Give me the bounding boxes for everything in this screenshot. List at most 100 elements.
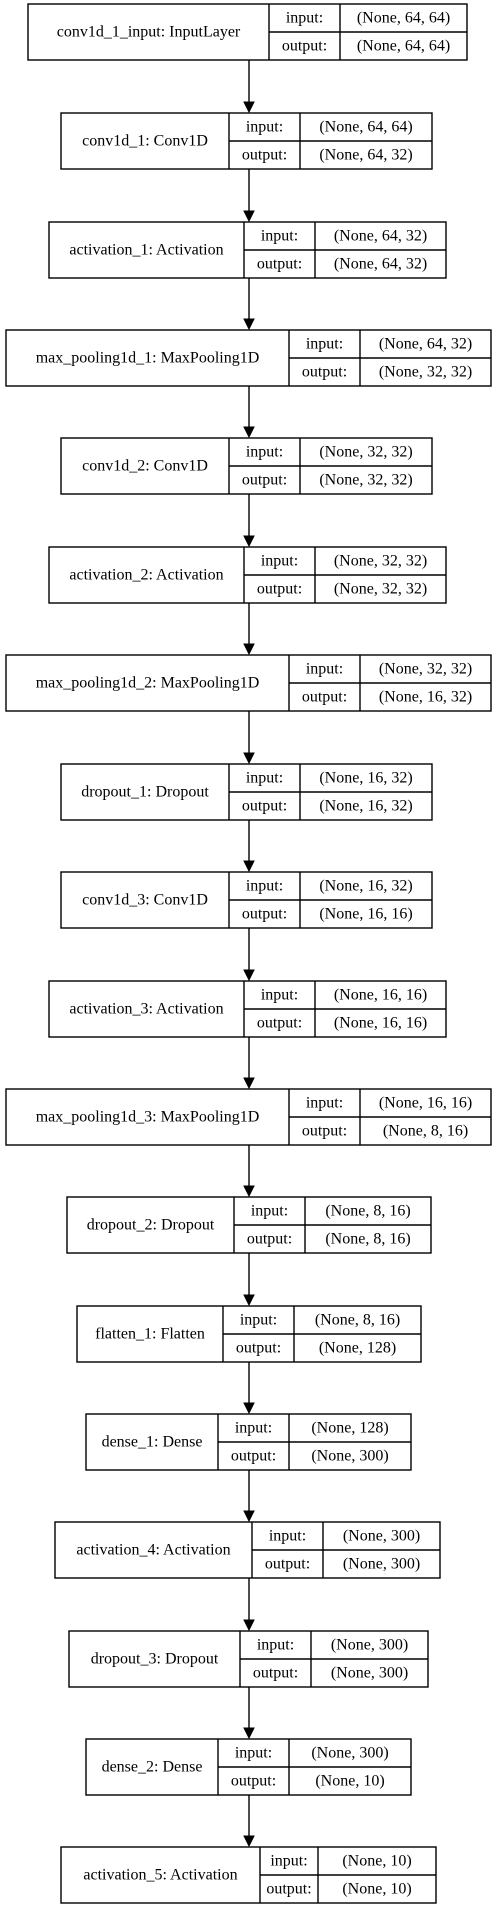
input-port-label: input:	[257, 1637, 294, 1654]
edge-arrow	[243, 1795, 255, 1848]
layer-node: activation_5: Activation input: output: (No…	[60, 1846, 437, 1904]
input-shape: (None, 8, 16)	[315, 1312, 400, 1329]
input-port-label: input:	[235, 1745, 272, 1762]
input-port-label: input:	[269, 1528, 306, 1545]
output-port-label: output:	[247, 1231, 292, 1248]
input-shape: (None, 16, 32)	[319, 878, 412, 895]
input-shape: (None, 32, 32)	[319, 444, 412, 461]
input-shape: (None, 300)	[343, 1528, 420, 1545]
output-port-label: output:	[236, 1340, 281, 1357]
layer-node: max_pooling1d_3: MaxPooling1D input: outpu…	[5, 1088, 492, 1146]
edge-arrow	[243, 386, 255, 439]
output-shape: (None, 16, 32)	[319, 798, 412, 815]
layer-name: activation_2: Activation	[69, 567, 223, 584]
input-shape: (None, 32, 32)	[334, 553, 427, 570]
input-shape: (None, 16, 16)	[334, 987, 427, 1004]
input-port-label: input:	[251, 1203, 288, 1220]
output-port-label: output:	[257, 256, 302, 273]
layer-node: max_pooling1d_2: MaxPooling1D input: outpu…	[5, 654, 492, 712]
output-shape: (None, 8, 16)	[383, 1123, 468, 1140]
layer-name: activation_5: Activation	[83, 1867, 237, 1884]
input-shape: (None, 16, 32)	[319, 770, 412, 787]
layer-name: max_pooling1d_1: MaxPooling1D	[36, 350, 260, 367]
edge-arrow	[243, 1362, 255, 1415]
layer-name: activation_1: Activation	[69, 242, 223, 259]
output-port-label: output:	[266, 1881, 311, 1898]
output-port-label: output:	[242, 798, 287, 815]
input-shape: (None, 64, 64)	[319, 119, 412, 136]
output-port-label: output:	[242, 472, 287, 489]
edge-arrow	[243, 1037, 255, 1090]
output-shape: (None, 300)	[311, 1448, 388, 1465]
output-shape: (None, 10)	[315, 1773, 384, 1790]
input-port-label: input:	[306, 1095, 343, 1112]
input-shape: (None, 8, 16)	[325, 1203, 410, 1220]
edge-arrow	[243, 169, 255, 223]
input-shape: (None, 32, 32)	[379, 661, 472, 678]
input-port-label: input:	[286, 10, 323, 27]
edge-arrow	[243, 1253, 255, 1307]
input-shape: (None, 128)	[311, 1420, 388, 1437]
input-shape: (None, 64, 32)	[334, 228, 427, 245]
layer-name: conv1d_1_input: InputLayer	[57, 24, 241, 41]
output-shape: (None, 32, 32)	[319, 472, 412, 489]
output-shape: (None, 32, 32)	[379, 364, 472, 381]
output-shape: (None, 16, 32)	[379, 689, 472, 706]
layer-node: activation_1: Activationinput:output:(No…	[48, 221, 447, 279]
output-shape: (None, 8, 16)	[325, 1231, 410, 1248]
input-port-label: input:	[261, 987, 298, 1004]
layer-name: dense_1: Dense	[102, 1434, 203, 1451]
output-port-label: output:	[302, 1123, 347, 1140]
layer-name: max_pooling1d_2: MaxPooling1D	[36, 675, 260, 692]
output-port-label: output:	[302, 689, 347, 706]
input-port-label: input:	[306, 661, 343, 678]
edge-arrow	[243, 1470, 255, 1523]
output-port-label: output:	[265, 1556, 310, 1573]
layer-name: max_pooling1d_3: MaxPooling1D	[36, 1109, 260, 1126]
output-shape: (None, 300)	[331, 1665, 408, 1682]
layer-name: conv1d_1: Conv1D	[82, 133, 208, 150]
layer-name: flatten_1: Flatten	[95, 1326, 205, 1343]
input-port-label: input:	[270, 1853, 307, 1870]
input-port-label: input:	[235, 1420, 272, 1437]
input-port-label: input:	[261, 553, 298, 570]
layer-name: conv1d_3: Conv1D	[82, 892, 208, 909]
output-shape: (None, 10)	[342, 1881, 411, 1898]
layer-node: dense_1: Dense input: output: (None, 128) (N…	[85, 1413, 412, 1471]
layer-node: activation_2: Activationinput:output:(No…	[48, 546, 447, 604]
output-port-label: output:	[302, 364, 347, 381]
input-shape: (None, 300)	[331, 1637, 408, 1654]
input-shape: (None, 64, 64)	[357, 10, 450, 27]
edge-arrow	[243, 820, 255, 873]
output-port-label: output:	[231, 1773, 276, 1790]
output-port-label: output:	[253, 1665, 298, 1682]
output-port-label: output:	[282, 38, 327, 55]
layer-name: activation_4: Activation	[76, 1542, 230, 1559]
input-shape: (None, 16, 16)	[379, 1095, 472, 1112]
input-port-label: input:	[306, 336, 343, 353]
input-shape: (None, 300)	[311, 1745, 388, 1762]
layer-node: conv1d_1_input: InputLayer input: output: (…	[27, 3, 468, 61]
edge-arrow	[243, 711, 255, 765]
output-shape: (None, 64, 32)	[334, 256, 427, 273]
layer-name: dropout_2: Dropout	[87, 1217, 215, 1234]
edge-arrow	[243, 603, 255, 656]
layer-node: dropout_2: Dropout input: output: (None, 8,…	[66, 1196, 432, 1254]
input-port-label: input:	[246, 119, 283, 136]
layer-node: flatten_1: Flatten input: output: (None, 8,…	[76, 1305, 422, 1363]
output-port-label: output:	[231, 1448, 276, 1465]
edge-arrow	[243, 278, 255, 331]
output-shape: (None, 300)	[343, 1556, 420, 1573]
output-shape: (None, 64, 64)	[357, 38, 450, 55]
layer-name: activation_3: Activation	[69, 1001, 223, 1018]
edge-arrow	[243, 1578, 255, 1632]
layer-name: conv1d_2: Conv1D	[82, 458, 208, 475]
layer-name: dropout_1: Dropout	[81, 784, 209, 801]
layer-node: activation_4: Activation input: output: (No…	[54, 1521, 441, 1579]
input-port-label: input:	[240, 1312, 277, 1329]
edge-arrow	[243, 60, 255, 114]
